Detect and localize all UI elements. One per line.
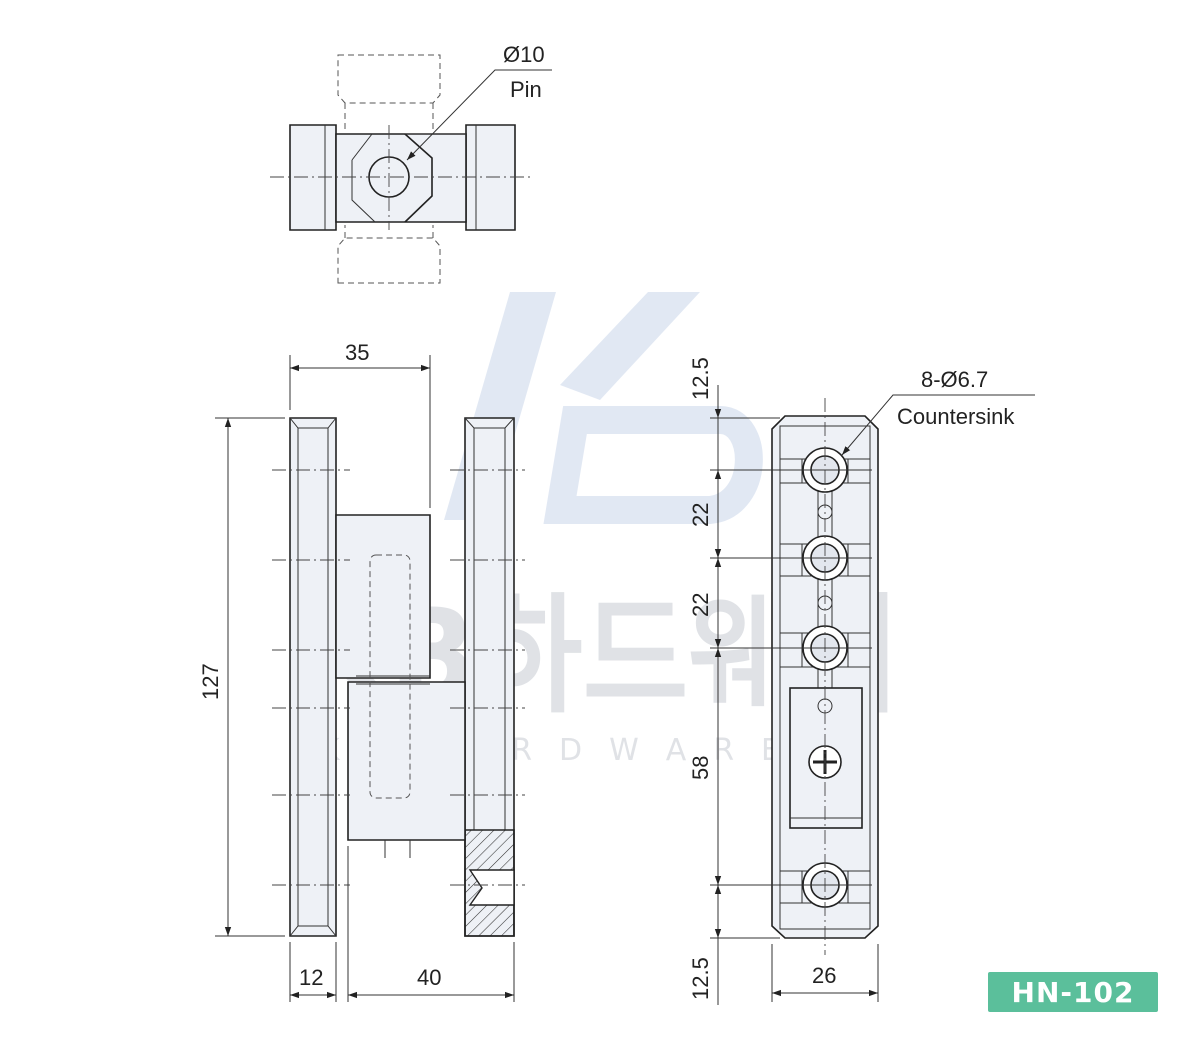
dim-top-margin: 12.5: [688, 357, 713, 400]
front-view: 35 127 12 40: [198, 340, 525, 1002]
pin-label: Pin: [510, 77, 542, 102]
side-view: 12.5 22 22 58 12.5 26 8-Ø6.7 Countersink: [688, 357, 1035, 1005]
dim-side-width: 26: [812, 963, 836, 988]
hole-type-label: Countersink: [897, 404, 1015, 429]
dim-bottom-margin: 12.5: [688, 957, 713, 1000]
hole-spec-label: 8-Ø6.7: [921, 367, 988, 392]
dim-pitch-3: 58: [688, 756, 713, 780]
dim-pitch-1: 22: [688, 503, 713, 527]
top-view: Ø10 Pin: [270, 42, 552, 284]
dim-overall-width: 40: [417, 965, 441, 990]
dim-width-top: 35: [345, 340, 369, 365]
dim-height: 127: [198, 663, 223, 700]
model-badge: HN-102: [988, 972, 1158, 1012]
dim-pitch-2: 22: [688, 593, 713, 617]
dim-plate-width: 12: [299, 965, 323, 990]
pin-diameter-label: Ø10: [503, 42, 545, 67]
